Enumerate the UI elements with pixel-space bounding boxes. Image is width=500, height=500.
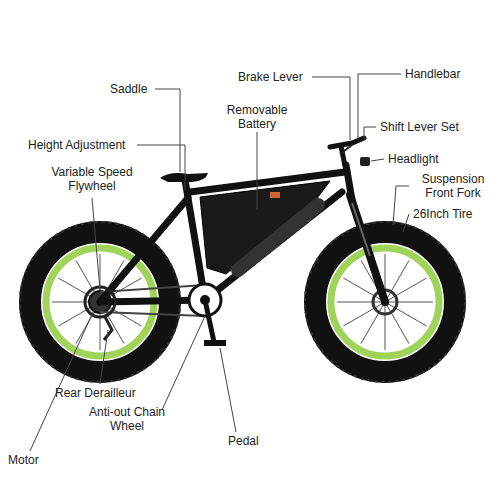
part-label: 26Inch Tire — [413, 207, 472, 221]
part-label: Saddle — [110, 82, 147, 96]
part-label: Headlight — [388, 152, 439, 166]
part-label: Removable Battery — [222, 103, 292, 131]
part-label: Suspension Front Fork — [413, 172, 493, 200]
part-label: Height Adjustment — [28, 138, 125, 152]
part-label: Rear Derailleur — [55, 386, 136, 400]
part-label: Brake Lever — [238, 70, 303, 84]
part-label: Anti-out Chain Wheel — [75, 405, 179, 433]
part-label: Motor — [8, 453, 39, 467]
part-label: Shift Lever Set — [380, 120, 459, 134]
part-label: Pedal — [228, 434, 259, 448]
part-label: Handlebar — [405, 67, 460, 81]
part-label: Variable Speed Flywheel — [40, 165, 144, 193]
